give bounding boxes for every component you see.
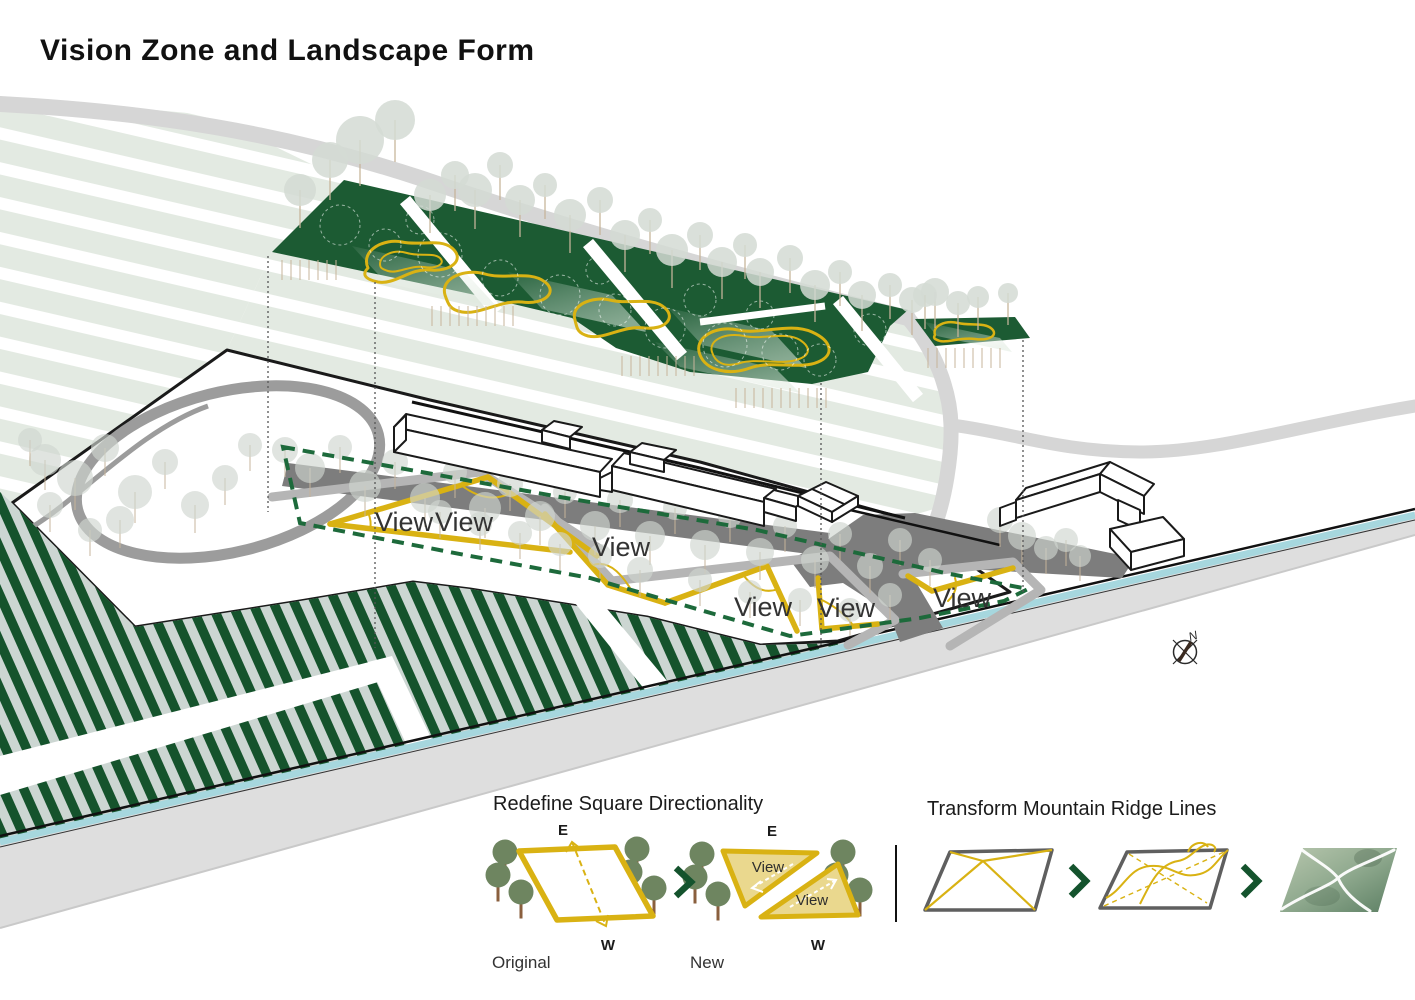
legend-redefine: Redefine Square Directionality E W Origi… (485, 793, 897, 972)
east-building-cluster (999, 461, 1185, 571)
view-label: View (592, 532, 651, 562)
long-building (393, 413, 807, 527)
ridge-line-squiggles (363, 239, 996, 373)
plane-terrace-windows (352, 246, 1012, 393)
ridge-stage-2 (1098, 841, 1229, 910)
canal-water-line (0, 511, 1415, 846)
legend-chevron (673, 865, 696, 899)
view-label-upper: View (752, 859, 784, 876)
projection-dotted-lines (267, 256, 1024, 648)
small-house (797, 481, 859, 523)
legend-redefine-title: Redefine Square Directionality (493, 793, 763, 815)
new-square (720, 848, 861, 920)
plane-canopy-outlines (319, 204, 887, 377)
vision-zone-dashed-boundary (280, 444, 1035, 639)
canal-road (0, 507, 1415, 929)
compass-needle (1177, 641, 1193, 662)
west-label: W (601, 937, 616, 954)
view-label: View (933, 583, 992, 613)
page-title: Vision Zone and Landscape Form (40, 34, 535, 67)
compass-icon: N (1172, 628, 1200, 665)
ridge-stage-3 (1280, 848, 1397, 913)
view-label: View (435, 507, 494, 537)
original-caption: Original (492, 953, 551, 972)
original-axis-arrow (565, 840, 609, 928)
view-label-lower: View (796, 892, 828, 909)
elevated-green-plane (272, 100, 1030, 408)
legend-chevron (1068, 863, 1091, 899)
east-label: E (767, 823, 777, 840)
site-trees (18, 428, 1091, 636)
view-label: View (375, 507, 434, 537)
view-label: View (817, 593, 876, 623)
wavy-east-road (944, 399, 1415, 459)
field-paths (0, 598, 668, 795)
legend-transform-title: Transform Mountain Ridge Lines (927, 798, 1216, 820)
new-caption: New (690, 953, 725, 972)
legend-transform: Transform Mountain Ridge Lines (923, 798, 1397, 913)
west-label: W (811, 937, 826, 954)
buildings (393, 413, 1185, 571)
view-labels: View View View View View View (375, 507, 992, 623)
ridge-stage-1 (923, 848, 1054, 912)
original-square (516, 844, 656, 923)
east-label: E (558, 822, 568, 839)
view-label: View (734, 592, 793, 622)
under-plane-trunks (281, 260, 1001, 408)
new-view-arrows (749, 863, 838, 908)
legend-chevron (1240, 863, 1263, 899)
plane-trees (284, 100, 1018, 337)
dark-striped-field (0, 492, 845, 845)
